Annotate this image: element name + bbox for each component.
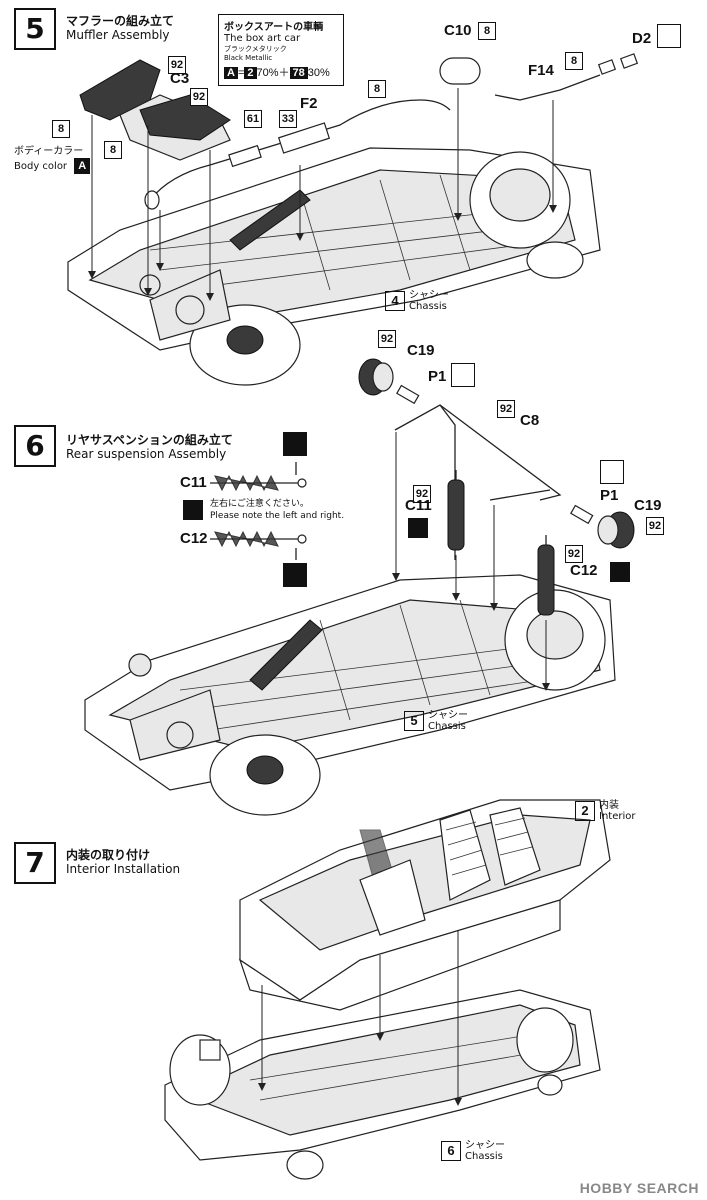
step6-title-en: Rear suspension Assembly xyxy=(66,447,227,461)
ref-step6-jp: シャシー xyxy=(465,1140,505,1151)
part-c11: C11 xyxy=(405,497,432,514)
step-number-6: 6 xyxy=(14,425,56,467)
step5-title-jp: マフラーの組み立て xyxy=(66,14,175,28)
step6-chassis-drawing xyxy=(84,574,616,816)
part-num-92-a: 92 xyxy=(168,56,186,74)
box-art-color-en: Black Metallic xyxy=(224,54,273,62)
ref-step5-num: 5 xyxy=(404,711,424,731)
ref-step5-en: Chassis xyxy=(428,721,466,732)
part-c10: C10 xyxy=(444,22,472,39)
body-color-code: A xyxy=(74,158,91,174)
part-num-92-c8: 92 xyxy=(497,400,515,418)
part-c12-diagram: C12 xyxy=(180,530,208,547)
paint-mix-pct2: 30% xyxy=(307,67,330,79)
part-p1-right: P1 xyxy=(600,487,619,504)
step-number-5: 5 xyxy=(14,8,56,50)
body-color-jp: ボディーカラー xyxy=(14,146,84,157)
ref-step4-num: 4 xyxy=(385,291,405,311)
part-num-61: 61 xyxy=(244,110,262,128)
ref-step2-en: Interior xyxy=(599,811,636,822)
step7-chassis-drawing xyxy=(164,930,601,1180)
box-art-color-jp: ブラックメタリック xyxy=(224,45,287,53)
cut-tool-icon-p1a xyxy=(451,363,475,387)
ref-step4-en: Chassis xyxy=(409,301,447,312)
step6-suspension-parts xyxy=(210,358,635,691)
part-f14: F14 xyxy=(528,62,554,79)
cut-tool-icon xyxy=(657,24,681,48)
part-c12: C12 xyxy=(570,562,598,579)
paint-mix-color2: 78 xyxy=(289,67,308,79)
cut-tool-icon-p1b xyxy=(600,460,624,484)
box-art-title-jp: ボックスアートの車輌 xyxy=(224,22,324,33)
body-color-label: ボディーカラー Body color A xyxy=(14,145,91,174)
ref-step6-en: Chassis xyxy=(465,1151,503,1162)
step7-title-en: Interior Installation xyxy=(66,862,181,876)
part-num-33: 33 xyxy=(279,110,297,128)
ref-step2-num: 2 xyxy=(575,801,595,821)
box-art-note: ボックスアートの車輌 The box art car ブラックメタリック Bla… xyxy=(218,14,344,86)
left-right-note-en: Please note the left and right. xyxy=(210,511,345,521)
part-d2: D2 xyxy=(632,30,652,47)
watermark: HOBBY SEARCH xyxy=(579,1180,699,1196)
part-c3: C3 xyxy=(170,70,190,87)
paint-mix-eq: = xyxy=(237,67,245,79)
ref-step6-num: 6 xyxy=(441,1141,461,1161)
brush-icon-c12 xyxy=(610,562,630,582)
left-right-note-jp: 左右にご注意ください。 xyxy=(210,499,309,509)
part-c19-right: C19 xyxy=(634,497,662,514)
left-right-note: 左右にご注意ください。 Please note the left and rig… xyxy=(210,498,344,522)
part-c19-left: C19 xyxy=(407,342,435,359)
step7-interior-drawing xyxy=(238,799,611,1011)
paint-brush-icon-top xyxy=(283,432,307,456)
step-number-7: 7 xyxy=(14,842,56,884)
part-p1-left: P1 xyxy=(428,368,447,385)
part-num-8-pipe: 8 xyxy=(368,80,386,98)
part-c11-diagram: C11 xyxy=(180,474,207,491)
ref-step4-jp: シャシー xyxy=(409,290,449,301)
paint-mix-pct1: 70%＋ xyxy=(256,67,290,79)
paint-mix-label: A xyxy=(224,67,238,79)
ref-step5-jp: シャシー xyxy=(428,710,468,721)
paint-mix-color1: 2 xyxy=(244,67,257,79)
step5-muffler-parts xyxy=(79,53,639,301)
ref-step2-jp: 内装 xyxy=(599,800,619,811)
part-num-92-b: 92 xyxy=(190,88,208,106)
part-num-92-c12: 92 xyxy=(565,545,583,563)
part-num-92-c19b: 92 xyxy=(646,517,664,535)
part-num-92-c11: 92 xyxy=(413,485,431,503)
paint-brush-icon-bottom xyxy=(283,563,307,587)
part-num-8-c10: 8 xyxy=(478,22,496,40)
part-num-8-mid: 8 xyxy=(104,141,122,159)
box-art-title-en: The box art car xyxy=(224,33,301,44)
part-c8: C8 xyxy=(520,412,540,429)
step5-title-en: Muffler Assembly xyxy=(66,28,170,42)
part-num-92-c19a: 92 xyxy=(378,330,396,348)
step7-title-jp: 内装の取り付け xyxy=(66,848,151,862)
step5-chassis-drawing xyxy=(67,147,601,386)
step6-title-jp: リヤサスペンションの組み立て xyxy=(66,433,233,447)
part-f2: F2 xyxy=(300,95,318,112)
part-num-8-left: 8 xyxy=(52,120,70,138)
caution-icon xyxy=(183,500,203,520)
body-color-en: Body color xyxy=(14,161,68,172)
part-num-8-f14: 8 xyxy=(565,52,583,70)
brush-icon-c11 xyxy=(408,518,428,538)
